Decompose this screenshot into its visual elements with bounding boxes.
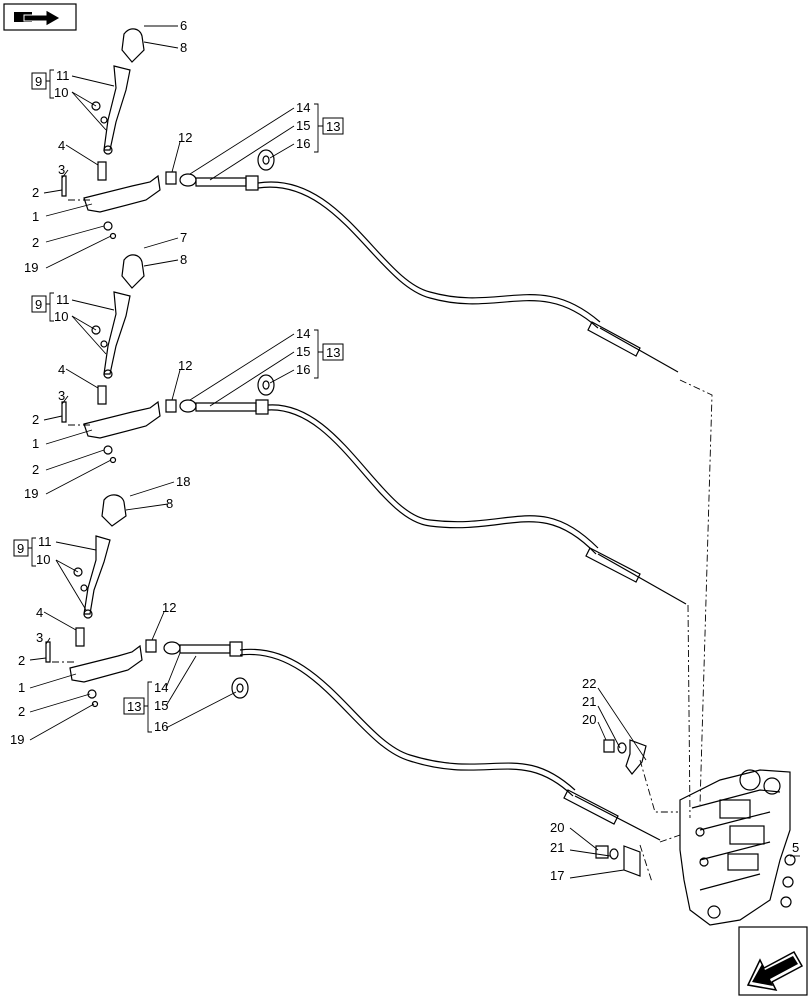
centerline-2 (687, 604, 691, 819)
label-8-b[interactable]: 8 (180, 252, 187, 267)
label-2-d[interactable]: 2 (32, 462, 39, 477)
centerline-3 (659, 834, 681, 843)
label-5[interactable]: 5 (792, 840, 799, 855)
label-11-a[interactable]: 11 (56, 68, 70, 83)
centerline-4 (639, 759, 678, 813)
label-16-b[interactable]: 16 (296, 362, 310, 377)
label-14-c[interactable]: 14 (154, 680, 168, 695)
bracket-13-a (314, 103, 323, 153)
label-12-c[interactable]: 12 (162, 600, 176, 615)
label-3-b[interactable]: 3 (58, 388, 65, 403)
label-6[interactable]: 6 (180, 18, 187, 33)
label-11-b[interactable]: 11 (56, 292, 70, 307)
clip-assembly-lower (595, 845, 641, 877)
centerline-5 (639, 844, 653, 883)
label-3-c[interactable]: 3 (36, 630, 43, 645)
cable-3-inner (239, 653, 574, 797)
label-9-c[interactable]: 9 (17, 541, 24, 556)
label-19-b[interactable]: 19 (24, 486, 38, 501)
cable-1-inner (257, 186, 599, 329)
folder-arrow-icon[interactable] (3, 3, 77, 31)
label-14-b[interactable]: 14 (296, 326, 310, 341)
label-15-a[interactable]: 15 (296, 118, 310, 133)
label-13-c[interactable]: 13 (127, 699, 141, 714)
label-17[interactable]: 17 (550, 868, 564, 883)
cable-1-outer (257, 181, 601, 323)
bracket-13-c (144, 681, 152, 733)
label-2-a[interactable]: 2 (32, 185, 39, 200)
label-4-b[interactable]: 4 (58, 362, 65, 377)
label-12-b[interactable]: 12 (178, 358, 192, 373)
cable-3-outer (239, 648, 576, 791)
label-13-b[interactable]: 13 (326, 345, 340, 360)
label-9-a[interactable]: 9 (35, 74, 42, 89)
bracket-13-b (314, 329, 323, 379)
cable-1-end (587, 321, 641, 357)
label-2-c[interactable]: 2 (32, 412, 39, 427)
label-1-a[interactable]: 1 (32, 209, 39, 224)
label-20-a[interactable]: 20 (582, 712, 596, 727)
label-15-c[interactable]: 15 (154, 698, 168, 713)
lever-assembly-2 (61, 254, 275, 464)
label-2-f[interactable]: 2 (18, 704, 25, 719)
label-4-c[interactable]: 4 (36, 605, 43, 620)
control-valve-block (679, 769, 796, 926)
label-1-b[interactable]: 1 (32, 436, 39, 451)
label-21-a[interactable]: 21 (582, 694, 596, 709)
label-10-b[interactable]: 10 (54, 309, 68, 324)
cable-2-end (585, 547, 641, 583)
label-21-b[interactable]: 21 (550, 840, 564, 855)
next-page-arrow-icon[interactable] (738, 926, 808, 996)
label-4-a[interactable]: 4 (58, 138, 65, 153)
cable-3-end (563, 789, 619, 825)
label-13-a[interactable]: 13 (326, 119, 340, 134)
bracket-9-a (46, 69, 54, 99)
cable-2-inner (267, 409, 597, 555)
label-10-c[interactable]: 10 (36, 552, 50, 567)
label-8-a[interactable]: 8 (180, 40, 187, 55)
label-19-c[interactable]: 19 (10, 732, 24, 747)
bracket-9-b (46, 292, 54, 322)
label-3-a[interactable]: 3 (58, 162, 65, 177)
label-15-b[interactable]: 15 (296, 344, 310, 359)
label-22[interactable]: 22 (582, 676, 596, 691)
leader-lines (29, 25, 800, 879)
label-16-a[interactable]: 16 (296, 136, 310, 151)
bracket-9-c (28, 537, 36, 567)
label-1-c[interactable]: 1 (18, 680, 25, 695)
lever-assembly-1 (61, 28, 275, 240)
label-12-a[interactable]: 12 (178, 130, 192, 145)
label-11-c[interactable]: 11 (38, 534, 52, 549)
cable-2-outer (267, 404, 599, 549)
label-8-c[interactable]: 8 (166, 496, 173, 511)
label-10-a[interactable]: 10 (54, 85, 68, 100)
label-20-b[interactable]: 20 (550, 820, 564, 835)
label-7[interactable]: 7 (180, 230, 187, 245)
label-2-b[interactable]: 2 (32, 235, 39, 250)
lever-assembly-3 (45, 494, 249, 708)
centerline-1 (679, 379, 713, 806)
label-14-a[interactable]: 14 (296, 100, 310, 115)
label-2-e[interactable]: 2 (18, 653, 25, 668)
label-19-a[interactable]: 19 (24, 260, 38, 275)
label-16-c[interactable]: 16 (154, 719, 168, 734)
label-9-b[interactable]: 9 (35, 297, 42, 312)
label-18[interactable]: 18 (176, 474, 190, 489)
cable-2-rod (597, 553, 687, 605)
clip-assembly-upper (603, 739, 647, 775)
